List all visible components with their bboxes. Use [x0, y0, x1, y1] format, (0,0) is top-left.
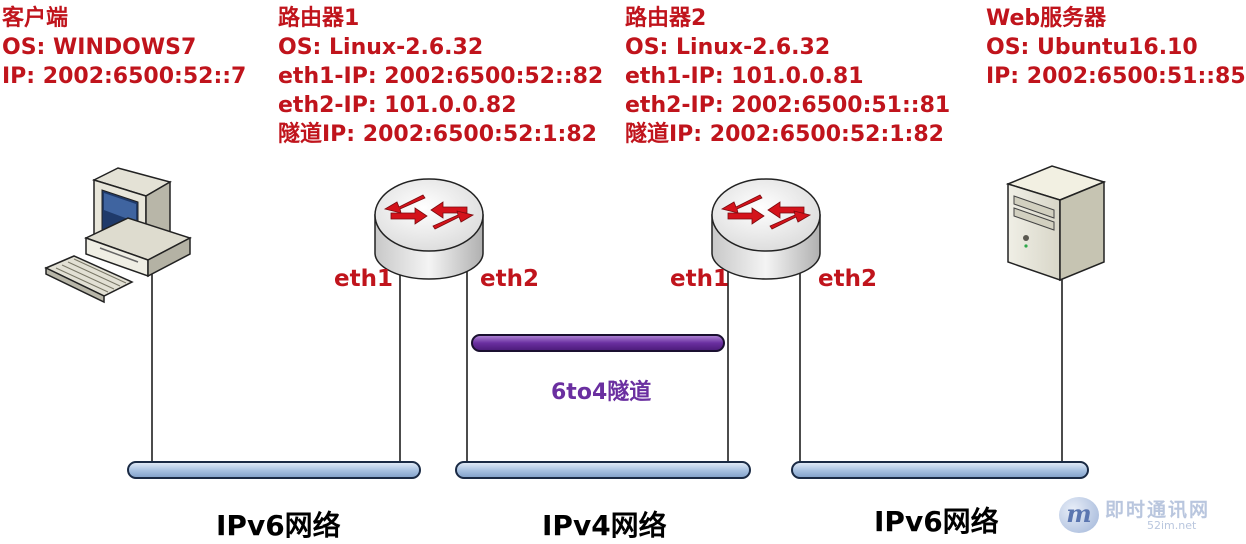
server-os: OS: Ubuntu16.10	[986, 35, 1198, 60]
bus-ipv6-right	[791, 461, 1089, 479]
server-info: Web服务器 OS: Ubuntu16.10 IP: 2002:6500:51:…	[986, 4, 1246, 91]
bus-ipv6-left	[127, 461, 421, 479]
server-ip: IP: 2002:6500:51::85	[986, 64, 1246, 89]
tunnel-label: 6to4隧道	[551, 380, 652, 405]
router1-title: 路由器1	[278, 6, 360, 31]
router1-os: OS: Linux-2.6.32	[278, 35, 484, 60]
router2-eth2-ip: eth2-IP: 2002:6500:51::81	[625, 93, 951, 118]
router2-eth1-label: eth1	[670, 266, 729, 292]
watermark: m 即时通讯网 52im.net	[1059, 495, 1229, 535]
router2-os: OS: Linux-2.6.32	[625, 35, 831, 60]
watermark-url: 52im.net	[1147, 519, 1197, 532]
watermark-logo-icon: m	[1059, 497, 1099, 533]
router2-title: 路由器2	[625, 6, 707, 31]
bus-ipv4	[455, 461, 751, 479]
router1-tunnel-ip: 隧道IP: 2002:6500:52:1:82	[278, 122, 597, 147]
client-title: 客户端	[2, 6, 69, 31]
router1-info: 路由器1 OS: Linux-2.6.32 eth1-IP: 2002:6500…	[278, 4, 603, 149]
client-os: OS: WINDOWS7	[2, 35, 197, 60]
router2-eth1-ip: eth1-IP: 101.0.0.81	[625, 64, 864, 89]
client-ip: IP: 2002:6500:52::7	[2, 64, 247, 89]
network-label-ipv6-right: IPv6网络	[874, 505, 999, 538]
client-computer-icon	[44, 167, 192, 304]
connection-lines	[151, 262, 1063, 468]
router2-icon	[711, 178, 821, 280]
tunnel-bar	[471, 334, 725, 352]
router1-eth1-label: eth1	[334, 266, 393, 292]
server-title: Web服务器	[986, 6, 1107, 31]
router2-info: 路由器2 OS: Linux-2.6.32 eth1-IP: 101.0.0.8…	[625, 4, 950, 149]
router2-tunnel-ip: 隧道IP: 2002:6500:52:1:82	[625, 122, 944, 147]
router1-eth1-ip: eth1-IP: 2002:6500:52::82	[278, 64, 604, 89]
router2-eth2-label: eth2	[818, 266, 877, 292]
client-info: 客户端 OS: WINDOWS7 IP: 2002:6500:52::7	[2, 4, 246, 91]
server-tower-icon	[1005, 165, 1107, 282]
watermark-title: 即时通讯网	[1105, 499, 1211, 521]
router1-eth2-label: eth2	[480, 266, 539, 292]
network-label-ipv6-left: IPv6网络	[216, 509, 341, 542]
network-label-ipv4: IPv4网络	[542, 509, 667, 542]
router1-icon	[374, 178, 484, 280]
router1-eth2-ip: eth2-IP: 101.0.0.82	[278, 93, 517, 118]
